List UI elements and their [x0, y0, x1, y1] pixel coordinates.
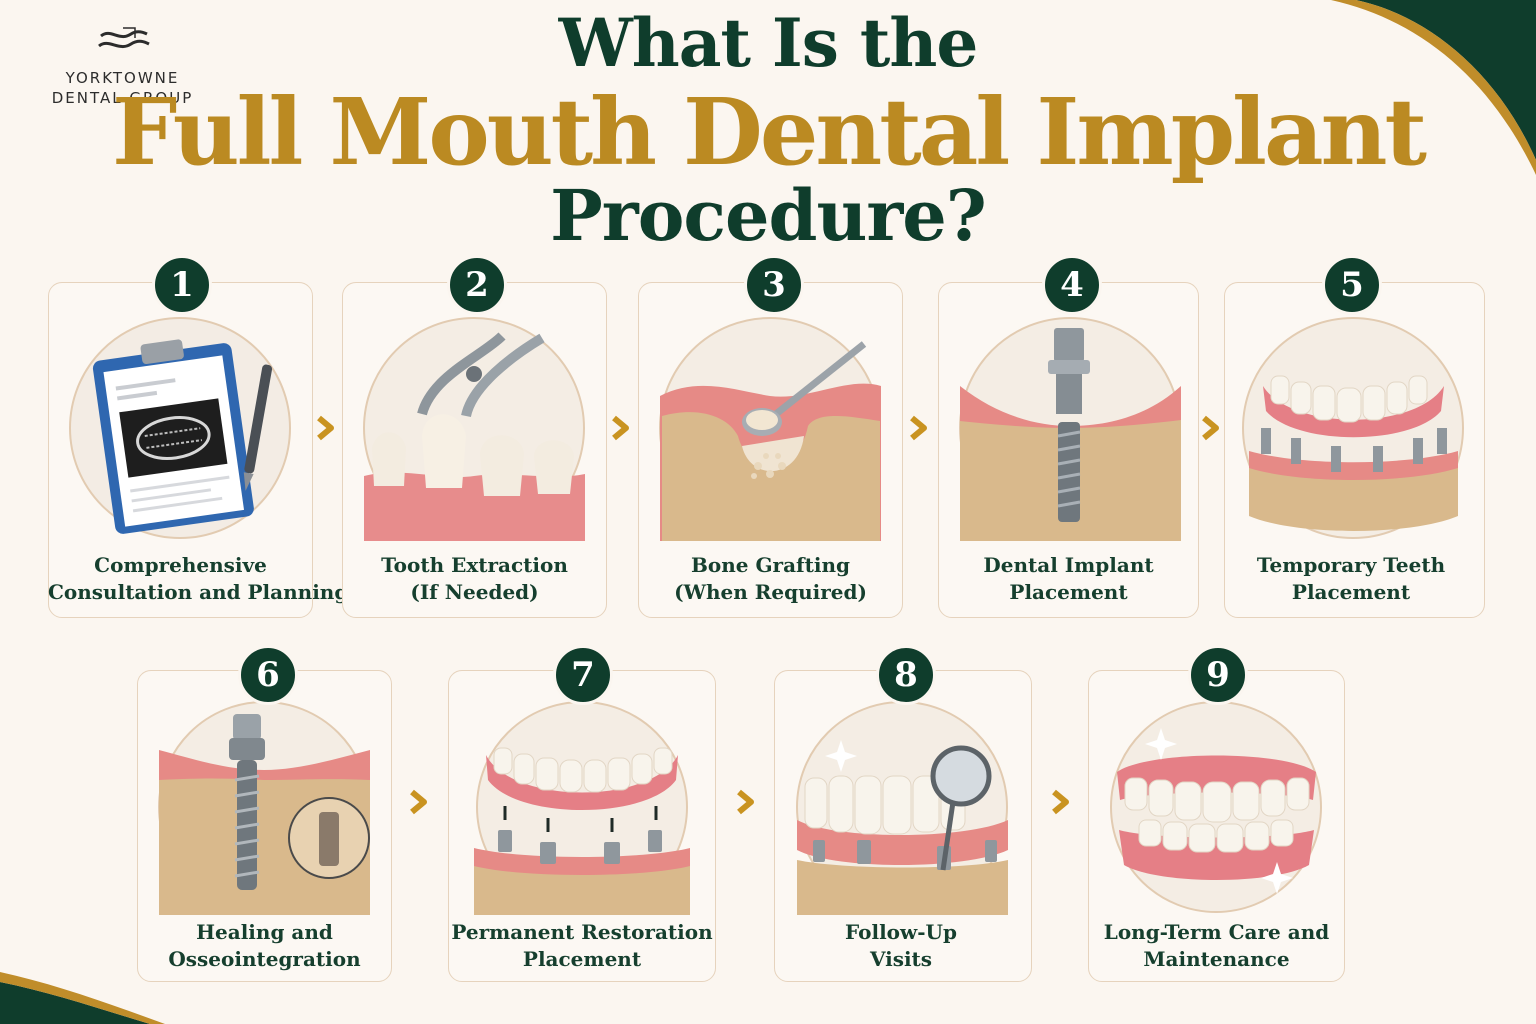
title-line3: Procedure?: [550, 174, 987, 257]
step-label-8-line2: Visits: [869, 947, 933, 971]
step-number-1: 1: [152, 255, 212, 315]
step-number-8: 8: [876, 645, 936, 705]
step-label-6-line1: Healing and: [196, 920, 333, 944]
step-number-5: 5: [1322, 255, 1382, 315]
step-label-9-line1: Long-Term Care and: [1103, 920, 1330, 944]
step-label-8: Follow-Up Visits: [774, 919, 1028, 973]
step-label-2-line2: (If Needed): [410, 580, 539, 604]
step-label-7-line1: Permanent Restoration: [451, 920, 713, 944]
step-label-8-line1: Follow-Up: [845, 920, 957, 944]
step-label-4-line2: Placement: [1009, 580, 1128, 604]
step-label-6-line2: Osseointegration: [168, 947, 361, 971]
permanent-bridge-icon: [474, 701, 690, 915]
bottom-left-swoosh: [0, 972, 165, 1024]
temporary-denture-icon: [1242, 317, 1464, 539]
step-number-3: 3: [744, 255, 804, 315]
step-label-1: Comprehensive Consultation and Planning: [48, 552, 349, 606]
step-label-5-line2: Placement: [1291, 580, 1411, 604]
wave-logo-icon: [97, 27, 150, 49]
chevron-right-icon: [410, 789, 427, 815]
chevron-right-icon: [1202, 415, 1219, 441]
healthy-smile-icon: [1110, 701, 1322, 913]
dental-mirror-icon: [796, 701, 1008, 915]
brand-logo: YORKTOWNE DENTAL GROUP: [40, 24, 205, 108]
brand-name-line2: DENTAL GROUP: [51, 89, 194, 107]
step-label-1-line2: Consultation and Planning: [48, 580, 349, 604]
step-label-3: Bone Grafting (When Required): [638, 552, 903, 606]
step-number-9: 9: [1188, 645, 1248, 705]
bone-graft-spoon-icon: [659, 317, 881, 541]
chevron-right-icon: [317, 415, 334, 441]
step-number-2: 2: [447, 255, 507, 315]
implant-post-icon: [959, 317, 1181, 541]
step-label-4-line1: Dental Implant: [983, 553, 1154, 577]
step-label-5: Temporary Teeth Placement: [1224, 552, 1478, 606]
extraction-forceps-icon: [363, 317, 585, 541]
step-label-5-line1: Temporary Teeth: [1256, 553, 1446, 577]
step-number-4: 4: [1042, 255, 1102, 315]
step-label-2-line1: Tooth Extraction: [381, 553, 568, 577]
step-number-7: 7: [553, 645, 613, 705]
step-label-2: Tooth Extraction (If Needed): [342, 552, 607, 606]
chevron-right-icon: [737, 789, 754, 815]
step-label-6: Healing and Osseointegration: [137, 919, 392, 973]
step-label-9: Long-Term Care and Maintenance: [1088, 919, 1345, 973]
step-label-7-line2: Placement: [522, 947, 642, 971]
top-right-swoosh: [1331, 0, 1536, 175]
osseointegration-icon: [158, 701, 370, 915]
clipboard-xray-icon: [69, 317, 291, 539]
title-line1: What Is the: [558, 4, 979, 82]
step-label-1-line1: Comprehensive: [94, 553, 267, 577]
step-label-3-line2: (When Required): [674, 580, 867, 604]
title-line2: Full Mouth Dental Implant: [112, 78, 1427, 186]
step-label-3-line1: Bone Grafting: [690, 553, 850, 577]
brand-name-line1: YORKTOWNE: [65, 69, 180, 87]
chevron-right-icon: [910, 415, 927, 441]
step-label-4: Dental Implant Placement: [938, 552, 1199, 606]
step-label-9-line2: Maintenance: [1143, 947, 1290, 971]
chevron-right-icon: [1052, 789, 1069, 815]
chevron-right-icon: [612, 415, 629, 441]
step-label-7: Permanent Restoration Placement: [448, 919, 716, 973]
step-number-6: 6: [238, 645, 298, 705]
